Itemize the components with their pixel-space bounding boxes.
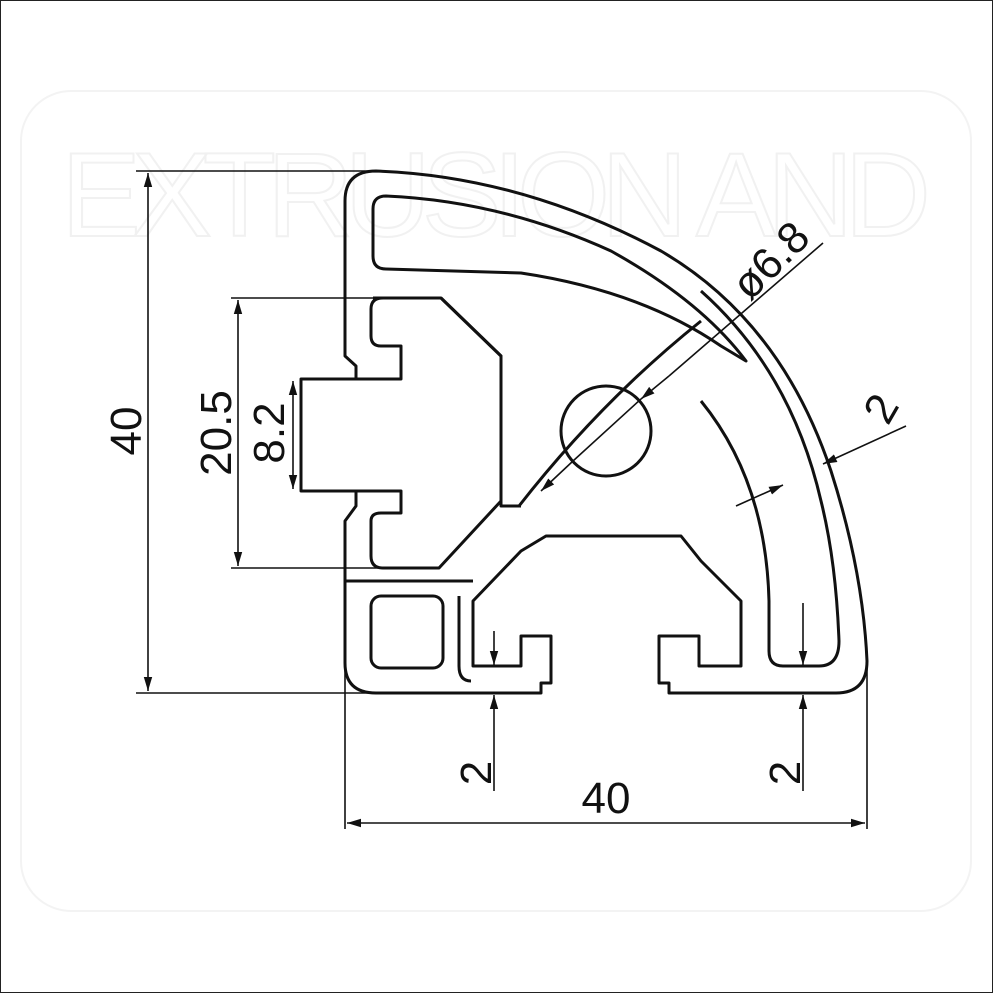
top-pocket <box>371 194 748 363</box>
corner-pocket <box>369 594 445 670</box>
dim-wall-bottom-right: 2 <box>761 603 810 791</box>
center-core <box>356 296 503 570</box>
svg-text:EXTRUSION AND: EXTRUSION AND <box>61 128 931 262</box>
watermark: EXTRUSION AND <box>20 90 972 912</box>
dim-height-40: 40 <box>102 170 541 694</box>
dim-label: 2 <box>452 761 501 785</box>
dim-label: 20.5 <box>192 390 241 476</box>
dim-wall-bottom-left: 2 <box>452 631 501 791</box>
dim-label: 2 <box>854 386 909 432</box>
center-hole <box>559 384 653 478</box>
dim-label: 8.2 <box>245 402 294 463</box>
dim-width-40: 40 <box>344 581 868 829</box>
dim-label: 2 <box>761 761 810 785</box>
center-body <box>439 296 702 508</box>
bottom-web <box>345 579 475 683</box>
right-pocket <box>699 289 841 668</box>
dim-slot-20-5: 20.5 <box>192 297 441 569</box>
dim-label: 40 <box>102 407 151 456</box>
dim-label: 40 <box>582 774 631 823</box>
dim-slot-8-2: 8.2 <box>245 381 298 489</box>
